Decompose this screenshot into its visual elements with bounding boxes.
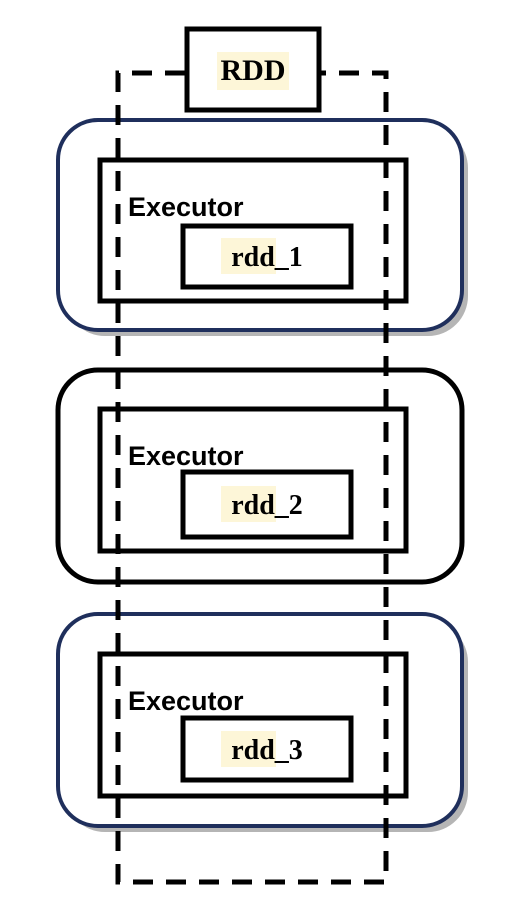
executor-box xyxy=(97,157,409,304)
title-frame xyxy=(184,26,322,113)
executor-box xyxy=(97,651,409,799)
partition-label: rdd_2 xyxy=(231,490,303,521)
partition-label: rdd_1 xyxy=(231,242,303,273)
node-2: Executor rdd_2 xyxy=(55,367,465,585)
executor-label: Executor xyxy=(128,686,244,716)
partition-label-highlight xyxy=(221,486,276,522)
executor-label: Executor xyxy=(128,441,244,471)
rdd-title-box: RDD xyxy=(184,26,322,113)
rdd-dashed-outline xyxy=(115,70,389,885)
node-1: Executor rdd_1 xyxy=(56,118,468,336)
rdd-boundary xyxy=(115,70,389,885)
executor-box xyxy=(97,406,409,554)
partition-label: rdd_3 xyxy=(231,735,303,766)
title-highlight xyxy=(217,52,289,90)
partition-label-highlight xyxy=(221,731,276,767)
partition-label-highlight xyxy=(221,238,276,274)
executor-label: Executor xyxy=(128,192,244,222)
node-3: Executor rdd_3 xyxy=(56,612,468,832)
rdd-title: RDD xyxy=(221,54,286,87)
partition-box xyxy=(180,223,354,290)
